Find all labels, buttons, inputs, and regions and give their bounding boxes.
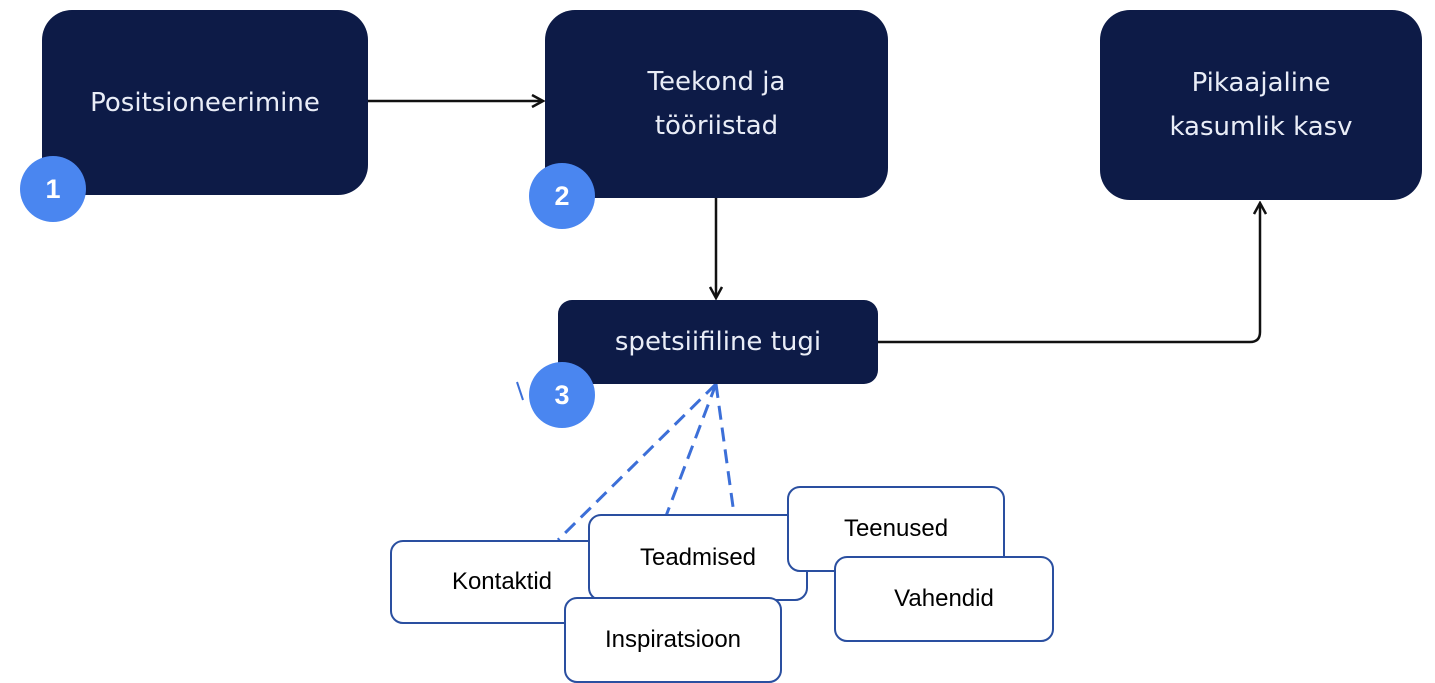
support-item-contacts-label: Kontaktid [451, 568, 553, 595]
step-badge-2-number: 2 [554, 180, 570, 211]
step-badge-3: 3 [529, 362, 595, 428]
arrow-support-to-growth [878, 203, 1260, 344]
decorative-tick [516, 381, 524, 401]
node-growth-label: Pikaajaline kasumlik kasv [1169, 68, 1353, 142]
dashed-line-services [714, 383, 736, 515]
support-item-inspiration: Inspiratsioon [564, 597, 782, 683]
node-positioning-label: Positsioneerimine [90, 87, 320, 118]
support-item-knowledge: Teadmised [588, 514, 808, 601]
node-support: spetsiifiline tugi [558, 300, 878, 384]
support-item-tools-label: Vahendid [894, 585, 994, 612]
support-item-knowledge-label: Teadmised [639, 543, 757, 571]
node-support-label: spetsiifiline tugi [614, 327, 822, 357]
node-growth: Pikaajaline kasumlik kasv [1100, 10, 1422, 200]
step-badge-2: 2 [529, 163, 595, 229]
support-item-inspiration-label: Inspiratsioon [604, 626, 742, 653]
step-badge-1-number: 1 [45, 173, 61, 204]
support-item-services-label: Teenused [843, 515, 949, 542]
dashed-line-knowledge [664, 383, 718, 517]
step-badge-1: 1 [20, 156, 86, 222]
node-positioning: Positsioneerimine [42, 10, 368, 195]
dashed-line-contacts [556, 382, 718, 542]
support-item-tools: Vahendid [834, 556, 1054, 642]
node-journey-label: Teekond ja tööriistad [647, 67, 786, 141]
node-journey: Teekond ja tööriistad [545, 10, 888, 198]
step-badge-3-number: 3 [554, 379, 570, 410]
